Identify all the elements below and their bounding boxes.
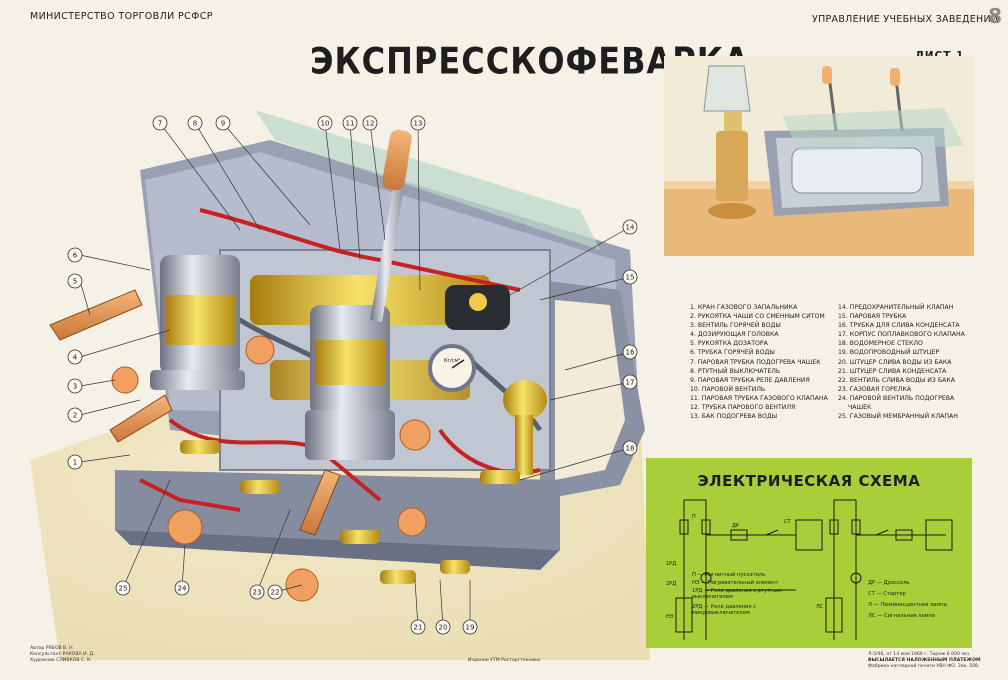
legend-item: ЧАШЕК: [848, 404, 872, 412]
callout-17: 17: [626, 379, 635, 387]
electrical-circuit-diagram: ДР СТ 1РД 2РД НЭ ЛС П: [666, 499, 953, 640]
footer-author: Автор РЯБОВ В. Н.: [30, 646, 75, 651]
legend-item: 6. ТРУБКА ГОРЯЧЕЙ ВОДЫ: [690, 349, 775, 357]
callout-24: 24: [178, 585, 187, 593]
callout-2: 2: [73, 412, 77, 420]
footer-publisher: Издание УТМ Росторгтехники: [468, 658, 541, 663]
electrical-schema-panel: ЭЛЕКТРИЧЕСКАЯ СХЕМА: [646, 458, 972, 648]
callout-6: 6: [73, 252, 78, 260]
legend-item: 2. РУКОЯТКА ЧАШИ СО СМЕННЫМ СИТОМ: [690, 313, 825, 321]
callout-5: 5: [73, 278, 77, 286]
legend-column-left: 1. КРАН ГАЗОВОГО ЗАПАЛЬНИКА 2. РУКОЯТКА …: [690, 303, 840, 421]
legend-item: 16. ТРУБКА ДЛЯ СЛИВА КОНДЕНСАТА: [838, 322, 960, 330]
schema-label-p: П: [692, 514, 696, 520]
callout-25: 25: [119, 585, 128, 593]
ministry-header: МИНИСТЕРСТВО ТОРГОВЛИ РСФСР: [30, 11, 213, 22]
callout-21: 21: [414, 624, 423, 632]
legend-item: 21. ШТУЦЕР СЛИВА КОНДЕНСАТА: [838, 367, 947, 375]
schema-legend-item: Л — Люминесцентная лампа: [868, 602, 947, 608]
legend-item: 13. БАК ПОДОГРЕВА ВОДЫ: [690, 413, 778, 421]
schema-legend-item: ДР — Дроссель: [868, 580, 910, 586]
legend-item: 18. ВОДОМЕРНОЕ СТЕКЛО: [838, 340, 923, 348]
legend-item: 23. ГАЗОВАЯ ГОРЕЛКА: [838, 385, 911, 393]
footer-credits: Автор РЯБОВ В. Н. Консультант РАКОВА И. …: [30, 646, 95, 664]
legend-item: 22. ВЕНТИЛЬ СЛИВА ВОДЫ ИЗ БАКА: [838, 376, 955, 384]
schema-legend-item: П — Магнитный пускатель: [692, 572, 766, 578]
footer-artist: Художник СЛИВКОВ С. К.: [30, 658, 92, 663]
footer-print-info: Л-5/46, от 14 мая 1966 г. Тираж 6 000 эк…: [868, 652, 981, 670]
footer-print-line: Л-5/46, от 14 мая 1966 г. Тираж 6 000 эк…: [868, 652, 971, 657]
legend-item: 9. ПАРОВАЯ ТРУБКА РЕЛЕ ДАВЛЕНИЯ: [690, 376, 810, 384]
schema-label-2rd: 2РД: [666, 581, 676, 587]
schema-legend-item: 2РД — Реле давления с микровыключателем: [692, 604, 757, 616]
callout-4: 4: [73, 354, 78, 362]
callout-20: 20: [439, 624, 448, 632]
legend-item: 8. РТУТНЫЙ ВЫКЛЮЧАТЕЛЬ: [690, 367, 781, 375]
footer-consultant: Консультант РАКОВА И. Д.: [30, 652, 95, 657]
schema-label-st: СТ: [784, 519, 791, 525]
callout-9: 9: [221, 120, 225, 128]
schema-legend-item: ЛС — Сигнальная лампа: [868, 613, 935, 619]
schema-legend-item: СТ — Стартер: [868, 591, 906, 597]
legend-item: 15. ПАРОВАЯ ТРУБКА: [838, 313, 907, 321]
legend-column-right: 14. ПРЕДОХРАНИТЕЛЬНЫЙ КЛАПАН 15. ПАРОВАЯ…: [838, 303, 988, 421]
legend-item: 20. ШТУЦЕР СЛИВА ВОДЫ ИЗ БАКА: [838, 358, 952, 366]
legend-item: 3. ВЕНТИЛЬ ГОРЯЧЕЙ ВОДЫ: [690, 322, 781, 330]
legend-item: 11. ПАРОВАЯ ТРУБКА ГАЗОВОГО КЛАПАНА: [690, 394, 828, 402]
callout-13: 13: [414, 120, 423, 128]
callout-10: 10: [321, 120, 330, 128]
callout-7: 7: [158, 120, 162, 128]
callout-22: 22: [271, 589, 280, 597]
legend-item: 10. ПАРОВОЙ ВЕНТИЛЬ: [690, 385, 766, 393]
schema-label-dr: ДР: [732, 523, 739, 529]
callout-18: 18: [626, 445, 635, 453]
callout-14: 14: [626, 224, 635, 232]
callout-3: 3: [73, 383, 77, 391]
callout-12: 12: [366, 120, 375, 128]
schema-label-ne: НЭ: [666, 614, 674, 620]
footer-print-line: ВЫСЫЛАЕТСЯ НАЛОЖЕННЫМ ПЛАТЕЖОМ: [868, 658, 981, 663]
gauge-unit-label: Кг/см²: [444, 358, 460, 364]
legend-item: 7. ПАРОВАЯ ТРУБКА ПОДОГРЕВА ЧАШЕК: [690, 358, 821, 366]
sheet-number: 8: [988, 4, 1002, 28]
machine-exterior-illustration: [664, 65, 974, 256]
callout-1: 1: [73, 459, 77, 467]
schema-title: ЭЛЕКТРИЧЕСКАЯ СХЕМА: [697, 472, 921, 490]
callout-15: 15: [626, 274, 635, 282]
espresso-machine-cutaway-diagram: Кг/см²: [30, 110, 650, 660]
callout-19: 19: [466, 624, 475, 632]
schema-label-1rd: 1РД: [666, 561, 676, 567]
machine-exterior-inset: [664, 56, 974, 256]
footer-print-line: Фабрика наглядной печати УВН ФО. Зак. 50…: [868, 664, 980, 669]
schema-legend-item: 1РД — Реле давления с ртутным выключател…: [692, 588, 782, 600]
legend-item: 24. ПАРОВОЙ ВЕНТИЛЬ ПОДОГРЕВА: [838, 394, 955, 402]
department-header: УПРАВЛЕНИЕ УЧЕБНЫХ ЗАВЕДЕНИЙ: [812, 14, 999, 25]
legend-item: 14. ПРЕДОХРАНИТЕЛЬНЫЙ КЛАПАН: [838, 304, 954, 311]
schema-label-ls: ЛС: [816, 604, 824, 610]
callout-8: 8: [193, 120, 197, 128]
legend-item: 25. ГАЗОВЫЙ МЕМБРАННЫЙ КЛАПАН: [838, 413, 958, 421]
legend-item: 5. РУКОЯТКА ДОЗАТОРА: [690, 340, 768, 348]
callout-23: 23: [253, 589, 262, 597]
callout-11: 11: [346, 120, 355, 128]
callout-16: 16: [626, 349, 635, 357]
legend-item: 12. ТРУБКА ПАРОВОГО ВЕНТИЛЯ: [690, 404, 796, 412]
legend-item: 19. ВОДОПРОВОДНЫЙ ШТУЦЕР: [838, 349, 940, 357]
legend-item: 4. ДОЗИРУЮЩАЯ ГОЛОВКА: [690, 331, 779, 339]
legend-item: 1. КРАН ГАЗОВОГО ЗАПАЛЬНИКА: [690, 304, 798, 311]
schema-legend-item: НЭ — Нагревательный элемент: [692, 580, 779, 586]
legend-item: 17. КОРПУС ПОПЛАВКОВОГО КЛАПАНА: [838, 331, 965, 339]
